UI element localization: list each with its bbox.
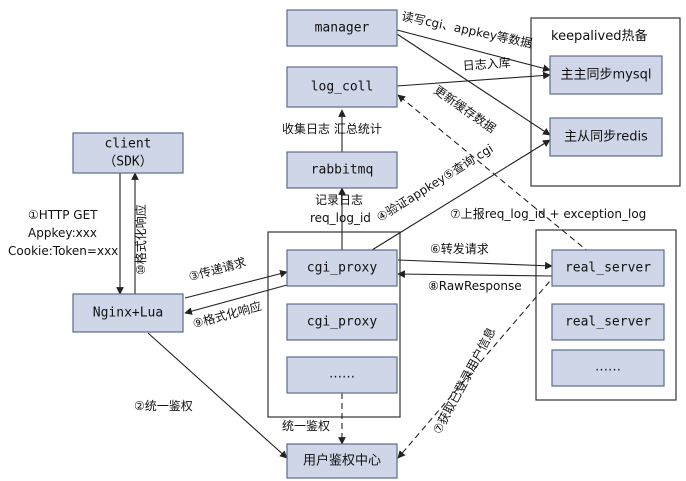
real-server-node-more: …… <box>551 349 665 387</box>
client-node[interactable]: client （SDK） <box>72 132 184 174</box>
edge-pass-request <box>184 269 288 299</box>
label-forward-request: ⑥转发请求 <box>430 241 489 256</box>
client-sdk-label: （SDK） <box>103 155 152 170</box>
edge-forward-request <box>397 259 553 270</box>
nginx-label: Nginx+Lua <box>93 306 163 321</box>
label-raw-response: ⑧RawResponse <box>428 279 522 293</box>
real-server-more-label: …… <box>595 360 621 375</box>
label-log-ingest: 日志入库 <box>462 55 511 73</box>
auth-center-node[interactable]: 用户鉴权中心 <box>286 443 398 479</box>
redis-label: 主从同步redis <box>564 130 648 145</box>
label-format-response-10: ⑩格式化响应 <box>133 204 148 275</box>
cgi-proxy-2-label: cgi_proxy <box>307 315 378 330</box>
label-record-log: 记录日志 <box>315 193 363 207</box>
log-coll-node[interactable]: log_coll <box>286 66 398 108</box>
cgi-proxy-node-1[interactable]: cgi_proxy <box>286 249 398 287</box>
edge-cgiproxy-redis <box>371 139 551 251</box>
edge-unified-auth <box>147 332 288 459</box>
rabbitmq-label: rabbitmq <box>311 163 374 178</box>
nginx-node[interactable]: Nginx+Lua <box>72 293 184 333</box>
log-coll-label: log_coll <box>311 80 374 95</box>
cgi-proxy-1-label: cgi_proxy <box>307 261 378 276</box>
label-fetch-user-info: ⑦获取已登录用户信息 <box>429 325 498 437</box>
label-http-get: ①HTTP GET <box>28 208 98 222</box>
label-cookie: Cookie:Token=xxx <box>8 244 118 258</box>
label-report-log: ⑦上报req_log_id + exception_log <box>450 206 646 221</box>
real-server-1-label: real_server <box>565 261 651 276</box>
rabbitmq-node[interactable]: rabbitmq <box>286 151 398 189</box>
edge-manager-redis <box>396 33 551 136</box>
label-record-log-id: req_log_id <box>310 211 371 225</box>
edge-fetch-user-info <box>397 273 557 459</box>
real-server-2-label: real_server <box>565 315 651 330</box>
mysql-node[interactable]: 主主同步mysql <box>549 55 663 95</box>
manager-node[interactable]: manager <box>286 9 398 47</box>
edge-raw-response <box>397 270 553 278</box>
label-format-response-9: ⑨格式化响应 <box>191 298 263 331</box>
edge-format-response-9 <box>184 284 288 315</box>
real-server-node-2[interactable]: real_server <box>551 303 665 341</box>
edge-manager-mysql <box>396 29 551 72</box>
label-appkey: Appkey:xxx <box>28 226 97 240</box>
mysql-label: 主主同步mysql <box>561 68 652 83</box>
cgi-proxy-more-label: …… <box>329 367 355 382</box>
label-unified-auth-2: ②统一鉴权 <box>134 399 193 413</box>
real-server-node-1[interactable]: real_server <box>551 249 665 287</box>
auth-center-label: 用户鉴权中心 <box>303 453 381 469</box>
label-rw-cgi-appkey: 读写cgi、appkey等数据 <box>400 8 533 50</box>
edge-logcoll-mysql <box>396 71 551 87</box>
label-pass-request: ③传递请求 <box>187 254 248 284</box>
cgi-proxy-node-more: …… <box>286 356 398 394</box>
label-update-cache: 更新缓存数据 <box>431 82 499 136</box>
keepalived-frame <box>530 17 681 187</box>
manager-label: manager <box>315 21 370 36</box>
edge-realserver-logcoll <box>397 94 591 254</box>
client-label: client <box>105 137 152 152</box>
label-collect-log: 收集日志 汇总统计 <box>282 121 382 136</box>
cgi-proxy-node-2[interactable]: cgi_proxy <box>286 303 398 341</box>
keepalived-title: keepalived热备 <box>551 28 647 44</box>
redis-node[interactable]: 主从同步redis <box>549 117 663 157</box>
label-unified-auth: 统一鉴权 <box>282 419 330 433</box>
